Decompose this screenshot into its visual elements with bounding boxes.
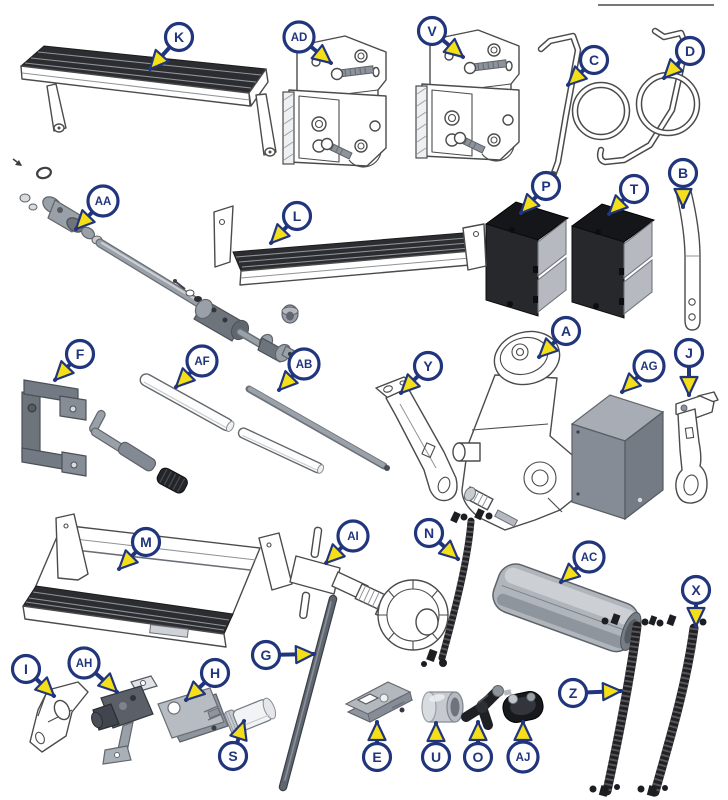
part-roller-s <box>224 697 277 737</box>
part-mount-bracket-ad <box>282 35 387 168</box>
callout-ac: AC <box>559 540 606 584</box>
callout-label: AD <box>291 32 308 44</box>
callout-label: AB <box>296 359 313 371</box>
callout-label: X <box>691 582 701 598</box>
part-harness-z1 <box>589 613 658 797</box>
part-control-box-p <box>485 201 569 317</box>
callout-label: C <box>589 52 599 68</box>
part-tee-knob-o <box>461 685 504 730</box>
part-harness-z2 <box>637 614 707 797</box>
part-step-tread-k <box>19 45 277 157</box>
part-link-arm-b <box>676 190 701 331</box>
callout-x: X <box>680 574 712 628</box>
callout-f: F <box>53 338 96 382</box>
callout-label: AI <box>347 531 359 543</box>
callout-aj: AJ <box>506 720 540 774</box>
callout-label: H <box>210 665 220 681</box>
part-crank-handle <box>89 409 188 494</box>
part-bracket-i <box>29 681 89 753</box>
callout-label: T <box>630 181 639 197</box>
part-drive-linkage-aa <box>12 158 299 363</box>
part-plate-h <box>157 687 229 743</box>
callout-label: N <box>424 525 434 541</box>
callout-label: AH <box>76 658 93 670</box>
callout-label: S <box>228 748 237 764</box>
part-rod-ab <box>245 385 390 471</box>
callout-label: V <box>427 23 437 39</box>
callout-label: AJ <box>516 752 531 764</box>
callout-label: O <box>473 749 484 765</box>
callout-k: K <box>148 21 195 71</box>
callout-g: G <box>250 639 316 671</box>
callout-label: M <box>140 534 152 550</box>
part-control-box-t <box>571 203 655 319</box>
callout-ai: AI <box>324 519 370 565</box>
callout-p: P <box>519 170 562 215</box>
callout-label: Z <box>569 685 578 701</box>
callout-ab: AB <box>277 347 321 392</box>
callout-label: I <box>24 661 28 677</box>
callout-aa: AA <box>74 184 120 231</box>
callout-v: V <box>416 15 465 59</box>
part-grommet-aj <box>502 689 544 723</box>
callout-c: C <box>566 44 610 87</box>
part-adapter-plate-e <box>344 681 414 723</box>
callout-label: AA <box>95 196 112 208</box>
callout-s: S <box>217 719 249 772</box>
part-bushing-u <box>421 691 464 723</box>
callout-label: AC <box>581 552 598 564</box>
part-step-tread-l <box>213 205 487 286</box>
callout-label: G <box>261 647 272 663</box>
callout-label: Y <box>423 358 433 374</box>
callout-u: U <box>420 721 452 773</box>
callout-ah: AH <box>67 646 119 694</box>
part-mount-bracket-v <box>415 29 520 162</box>
callout-label: B <box>678 165 688 181</box>
callout-label: P <box>541 178 550 194</box>
callout-ag: AG <box>620 349 666 394</box>
callout-label: E <box>372 749 381 765</box>
callout-label: J <box>685 345 693 361</box>
callout-label: F <box>76 346 85 362</box>
callout-y: Y <box>399 350 444 395</box>
part-harness-n <box>421 508 493 667</box>
callout-z: Z <box>557 677 623 709</box>
part-step-assembly-m <box>22 513 293 648</box>
callout-l: L <box>269 200 313 245</box>
callout-t: T <box>607 173 650 216</box>
callout-label: A <box>561 323 571 339</box>
callout-e: E <box>361 720 393 773</box>
part-motor-a <box>452 330 586 531</box>
callout-d: D <box>662 35 706 80</box>
callout-label: AF <box>194 356 209 368</box>
callout-af: AF <box>174 344 219 389</box>
part-cable-c <box>537 32 631 177</box>
part-pivot-lever-y <box>375 376 458 502</box>
callout-label: L <box>293 208 302 224</box>
callout-b: B <box>667 157 699 209</box>
part-link-rod-g <box>278 594 338 792</box>
callout-n: N <box>413 517 460 561</box>
part-gear-motor-ah <box>91 675 158 765</box>
callout-m: M <box>117 526 162 571</box>
part-clevis-link-j <box>675 391 719 504</box>
callout-label: AG <box>640 361 657 373</box>
callout-label: U <box>431 749 441 765</box>
callout-h: H <box>184 657 231 702</box>
callout-j: J <box>673 337 705 397</box>
callout-ad: AD <box>282 20 333 65</box>
callout-label: K <box>174 29 184 45</box>
part-bracket-f <box>21 379 87 477</box>
part-cover-box-ag <box>570 394 665 521</box>
part-crank-knob-ai <box>289 526 449 651</box>
callout-o: O <box>462 720 494 773</box>
callout-i: I <box>10 653 56 698</box>
callout-a: A <box>537 315 582 359</box>
part-tubes-af <box>139 373 325 474</box>
callout-label: D <box>685 43 695 59</box>
